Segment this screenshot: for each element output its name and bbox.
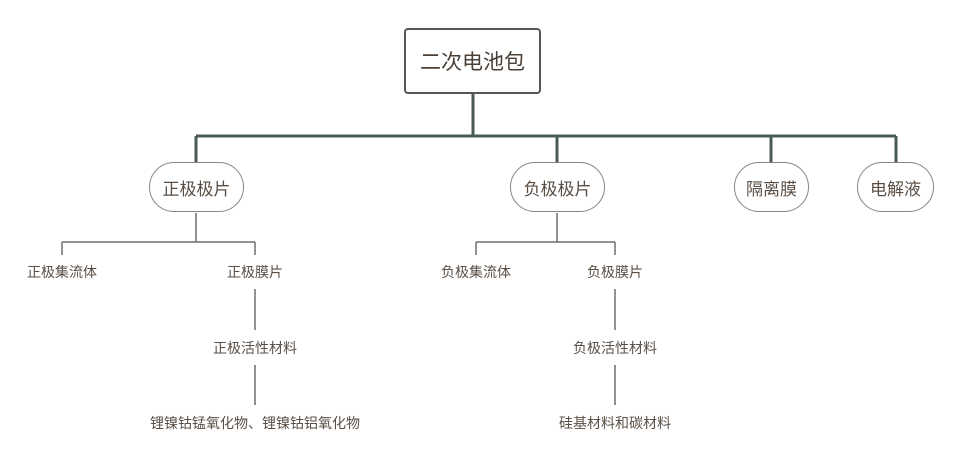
root-node-battery-pack: 二次电池包: [404, 28, 541, 94]
label-negative-collector: 负极集流体: [441, 265, 511, 281]
label-negative-active-material-examples: 硅基材料和碳材料: [559, 416, 671, 432]
node-negative-electrode: 负极极片: [510, 162, 605, 212]
node-positive-electrode: 正极极片: [149, 162, 244, 212]
label-positive-film: 正极膜片: [227, 265, 283, 281]
label-negative-film: 负极膜片: [587, 265, 643, 281]
node-electrolyte: 电解液: [857, 162, 934, 212]
label-negative-active-material: 负极活性材料: [573, 341, 657, 357]
node-separator: 隔离膜: [734, 162, 809, 212]
label-positive-collector: 正极集流体: [27, 265, 97, 281]
label-positive-active-material: 正极活性材料: [213, 341, 297, 357]
label-positive-active-material-examples: 锂镍钴锰氧化物、锂镍钴铝氧化物: [150, 416, 360, 432]
